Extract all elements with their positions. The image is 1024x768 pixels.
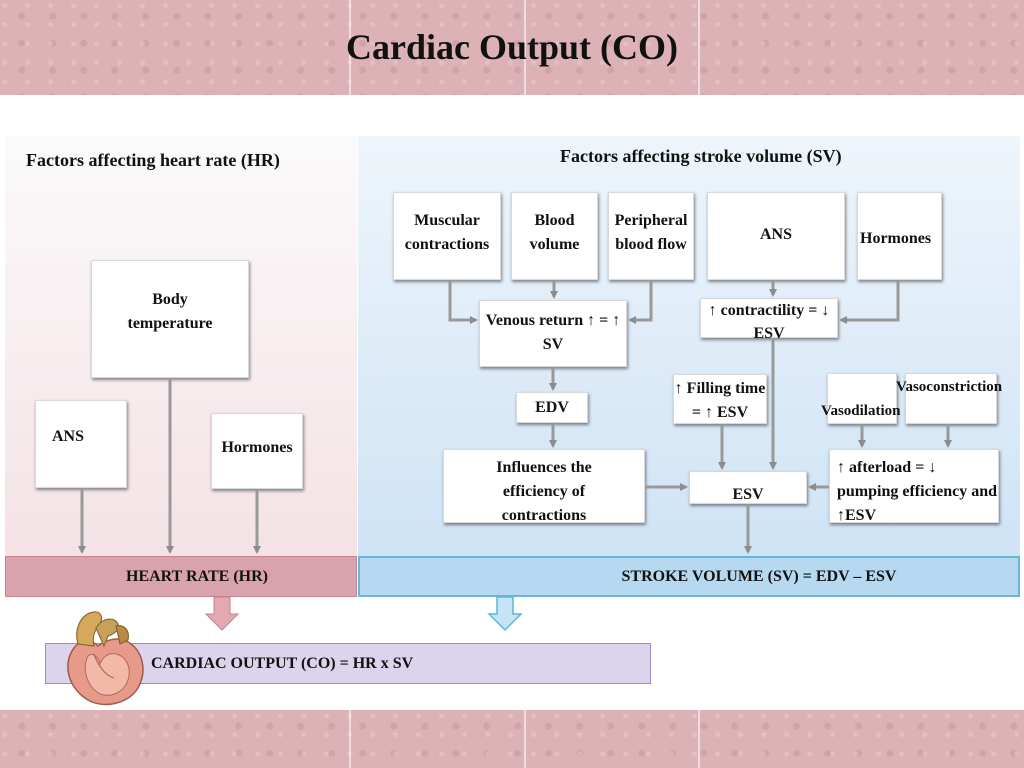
contractility-box: ↑ contractility = ↓ ESV [700,298,838,342]
sv-hormones-box: Hormones [857,192,942,280]
sv-ans-box: ANS [707,192,845,280]
sv-hormones-label: Hormones [860,230,932,247]
vasodilation-box [827,373,897,424]
cardiac-output-bar: CARDIAC OUTPUT (CO) = HR x SV [45,643,651,684]
bottom-decorative-band [0,710,1024,768]
esv-box: ESV [689,471,807,504]
edv-label: EDV [535,399,569,416]
muscular-contractions-box: Muscular contractions [393,192,501,280]
hr-heading: Factors affecting heart rate (HR) [26,150,280,170]
slide-title: Cardiac Output (CO) [346,27,678,67]
edv-box: EDV [516,392,588,423]
hr-ans-label: ANS [52,428,85,445]
filling-time-box: ↑ Filling time = ↑ ESV [673,374,767,424]
efficiency-label: Influences the efficiency of contraction… [496,459,592,524]
afterload-label: ↑ afterload = ↓ pumping efficiency and ↑… [837,459,998,524]
venous-return-label: Venous return ↑ = ↑ SV [485,312,621,353]
arrow-muscular-to-venous [448,280,478,324]
arrow-peripheral-to-venous [628,280,653,324]
down-arrow-hr-to-co [204,596,240,631]
muscular-contractions-label: Muscular contractions [404,212,490,253]
cardiac-output-label: CARDIAC OUTPUT (CO) = HR x SV [151,654,414,672]
down-arrow-sv-to-co [487,596,523,632]
arrow-hormones-to-contractility [839,280,900,324]
hr-hormones-label: Hormones [221,439,293,456]
hr-hormones-box: Hormones [211,413,303,489]
heart-icon [67,611,144,706]
heart-rate-label: HEART RATE (HR) [126,567,268,585]
esv-label: ESV [732,486,764,503]
vasoconstriction-label: Vasoconstriction [896,379,1003,395]
hr-ans-box: ANS [35,400,127,488]
sv-ans-label: ANS [759,226,792,243]
sv-heading: Factors affecting stroke volume (SV) [560,146,842,166]
body-temperature-box: Body temperature [91,260,249,378]
stroke-volume-label: STROKE VOLUME (SV) = EDV – ESV [621,567,897,585]
contractility-label: ↑ contractility = ↓ ESV [708,302,830,342]
heart-rate-bar: HEART RATE (HR) [5,556,357,597]
filling-time-label: ↑ Filling time = ↑ ESV [674,380,766,421]
top-decorative-band [0,0,1024,95]
afterload-box: ↑ afterload = ↓ pumping efficiency and ↑… [829,449,999,524]
peripheral-blood-flow-box: Peripheral blood flow [608,192,694,280]
body-temperature-label: Body temperature [127,291,213,332]
venous-return-box: Venous return ↑ = ↑ SV [479,300,627,367]
vasodilation-label: Vasodilation [821,403,901,419]
blood-volume-label: Blood volume [529,212,580,253]
blood-volume-box: Blood volume [511,192,598,280]
stroke-volume-bar: STROKE VOLUME (SV) = EDV – ESV [358,556,1020,597]
vasoconstriction-box [905,373,997,424]
peripheral-blood-flow-label: Peripheral blood flow [614,212,688,253]
efficiency-box: Influences the efficiency of contraction… [443,449,645,524]
